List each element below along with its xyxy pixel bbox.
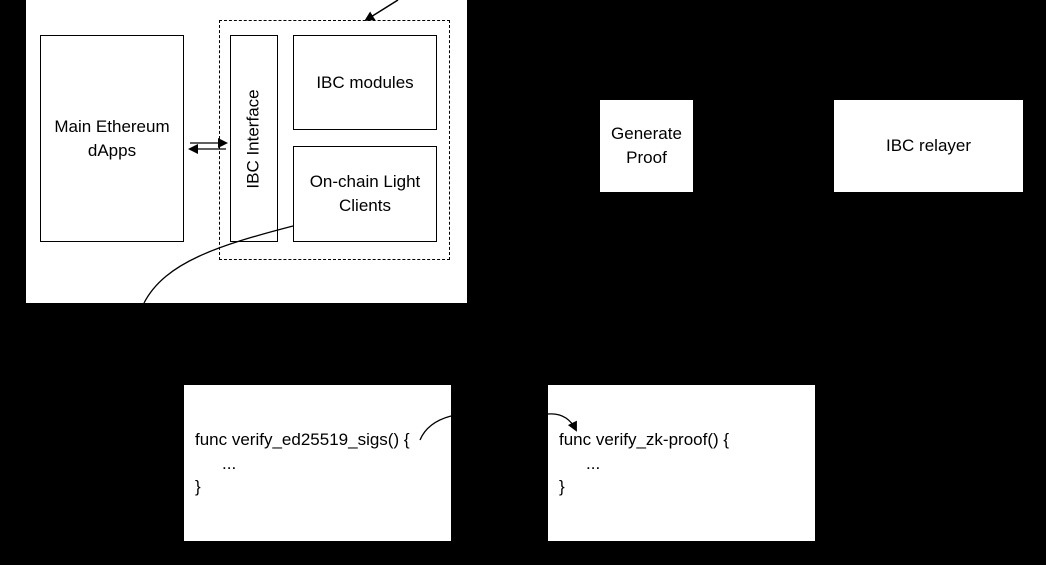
ibc-relayer-box: IBC relayer xyxy=(834,100,1023,192)
verify-ed25519-code-box xyxy=(184,385,451,541)
light-clients-label: On-chain Light Clients xyxy=(309,172,421,215)
ibc-interface-box xyxy=(230,35,278,242)
ibc-relayer-label: IBC relayer xyxy=(885,136,972,155)
verify-ed25519-body: ... xyxy=(222,454,237,473)
verify-zk-proof-code-box xyxy=(548,385,815,541)
verify-zk-proof-signature: func verify_zk-proof() { xyxy=(559,430,730,449)
generate-proof-box: Generate Proof xyxy=(600,100,693,192)
verify-zk-proof-closing: } xyxy=(559,477,565,496)
main-ethereum-dapps-box: Main Ethereum dApps xyxy=(40,35,184,242)
main-ethereum-dapps-label: Main Ethereum dApps xyxy=(54,116,170,160)
verify-ed25519-closing: } xyxy=(195,477,201,496)
generate-proof-label: Generate Proof xyxy=(611,124,682,167)
ibc-modules-box: IBC modules xyxy=(293,35,437,130)
verify-ed25519-signature: func verify_ed25519_sigs() { xyxy=(195,430,410,449)
light-clients-box: On-chain Light Clients xyxy=(293,146,437,242)
ibc-modules-label: IBC modules xyxy=(316,72,414,92)
ibc-interface-label-wrap: IBC Interface xyxy=(230,35,278,242)
ibc-interface-label: IBC Interface xyxy=(244,88,263,189)
verify-zk-proof-body: ... xyxy=(586,454,601,473)
